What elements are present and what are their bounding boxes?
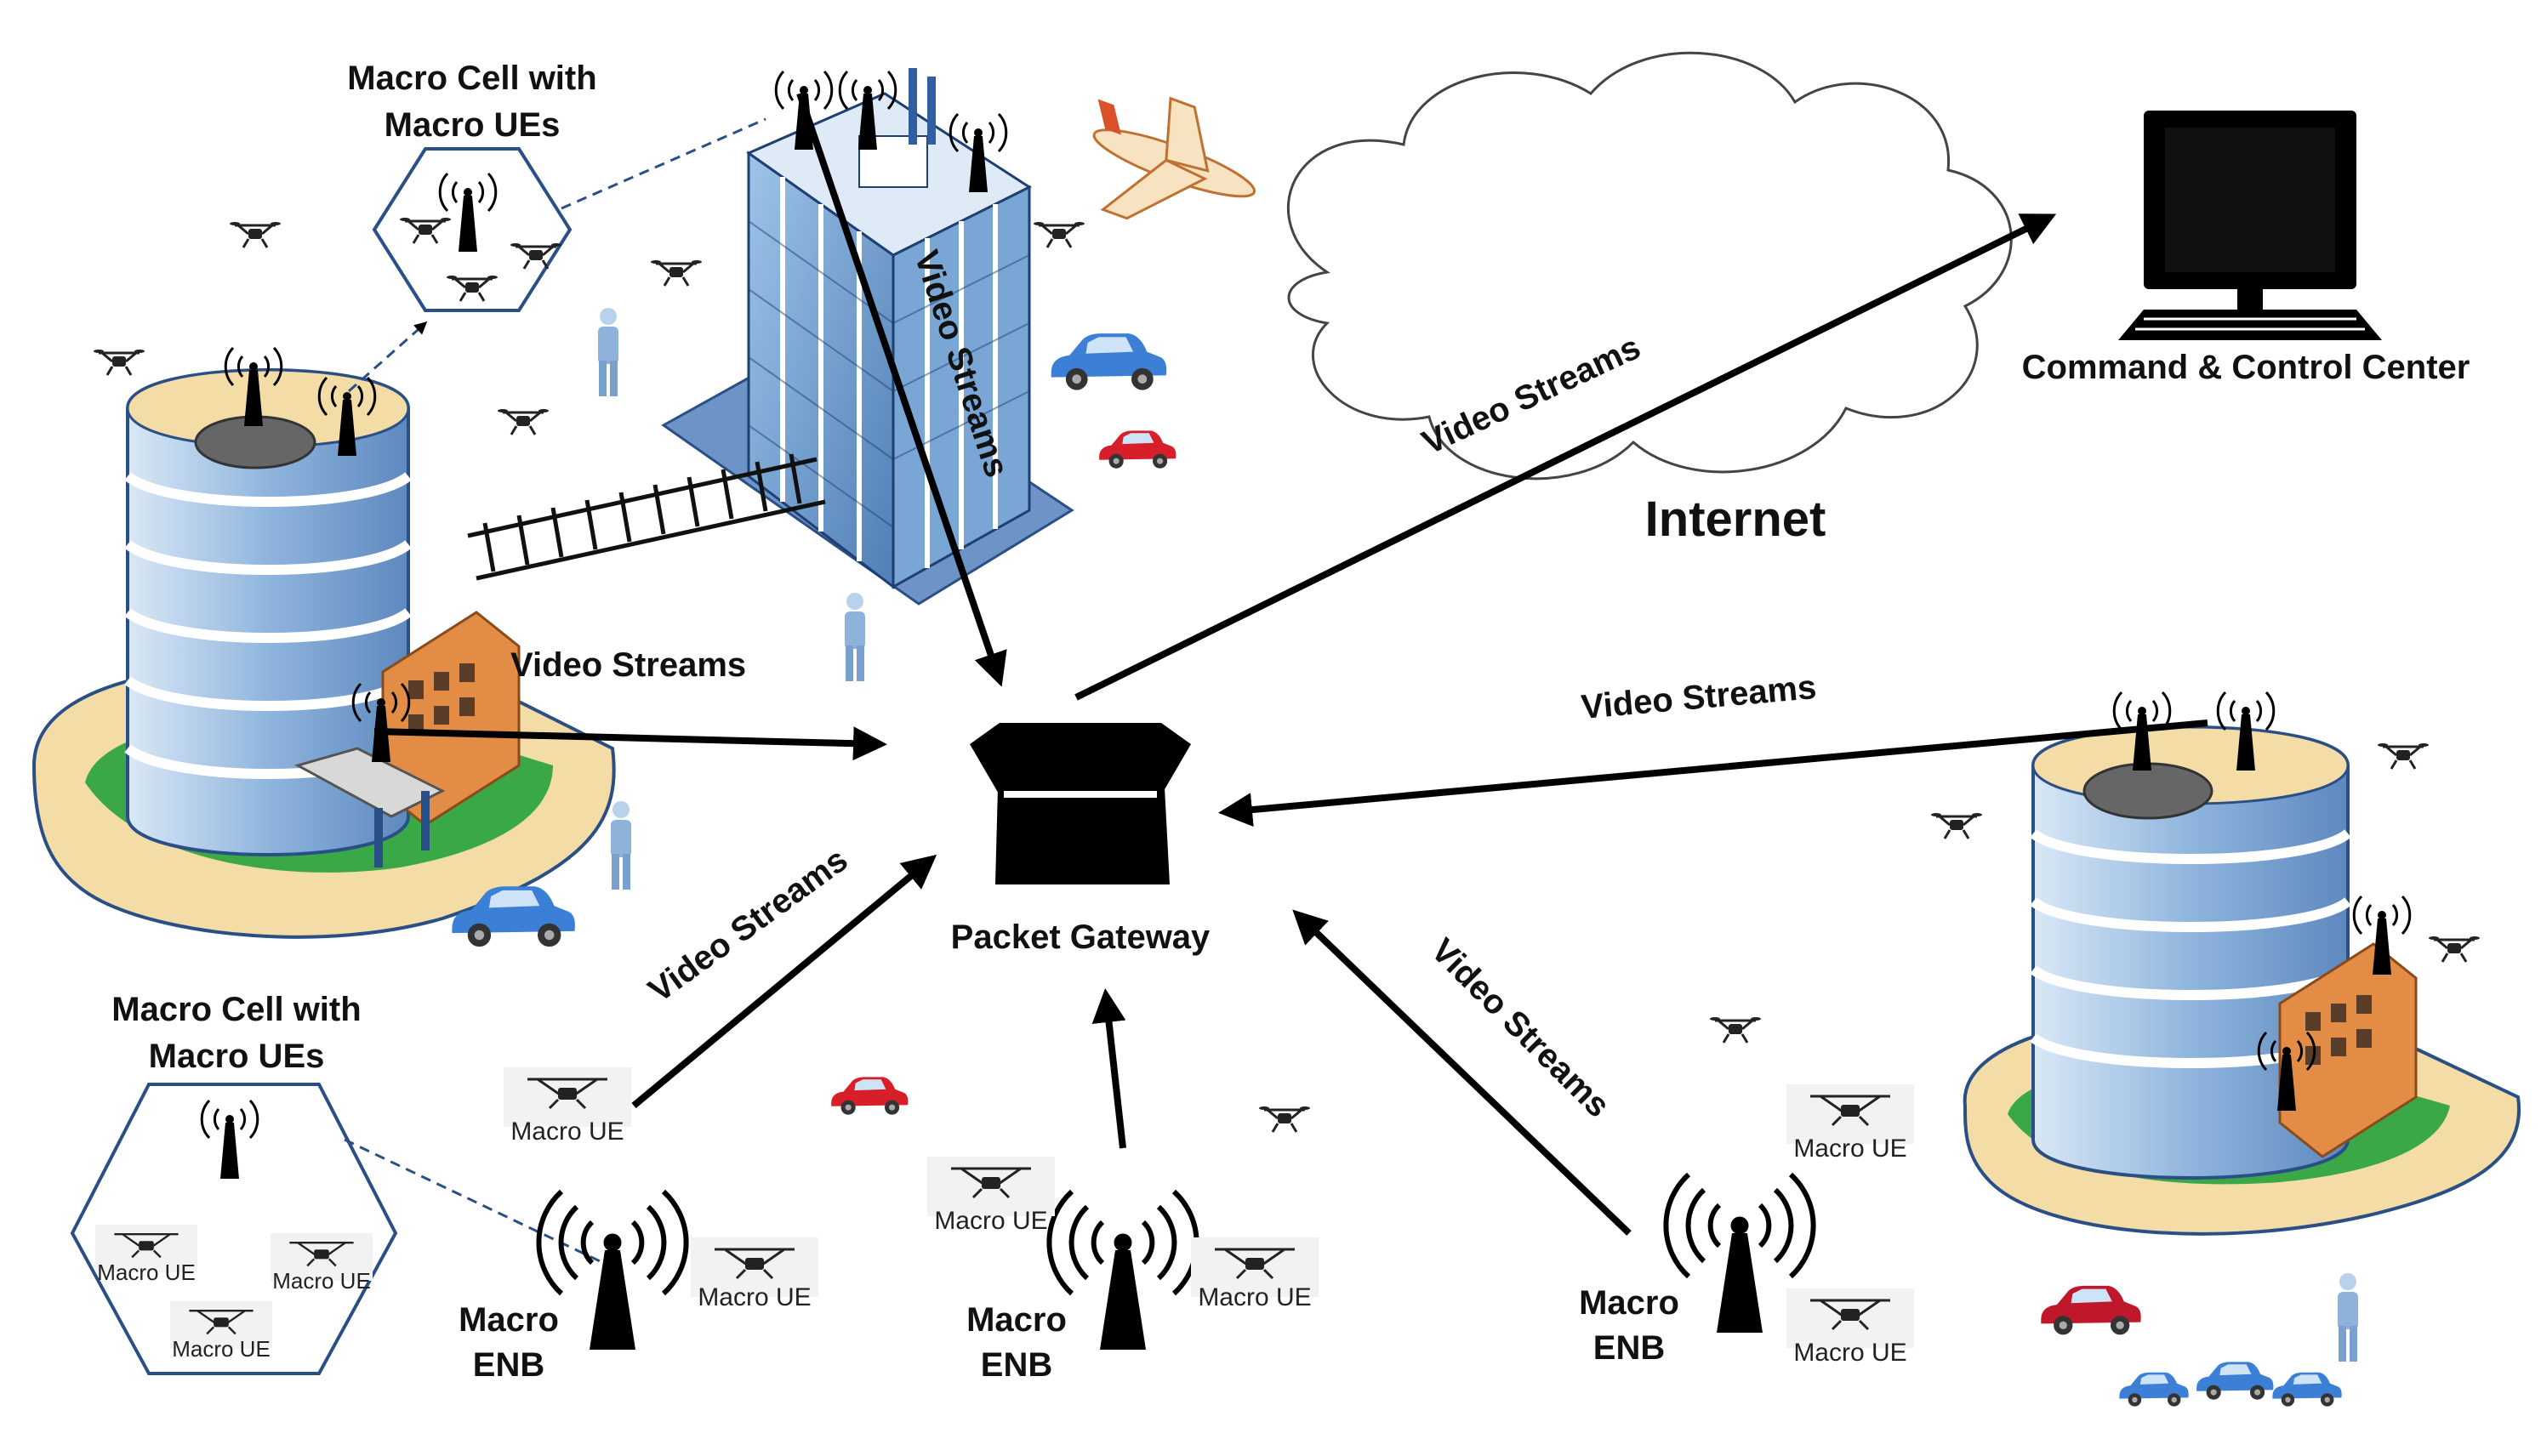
command-center-label: Command & Control Center xyxy=(2022,349,2470,386)
tower-icon xyxy=(538,1192,686,1350)
video-streams-label: Video Streams xyxy=(1424,931,1617,1124)
internet-cloud-icon xyxy=(1286,51,2013,481)
video-streams-label: Video Streams xyxy=(641,841,854,1010)
car-icon xyxy=(2272,1372,2342,1407)
packet-gateway-label: Packet Gateway xyxy=(951,919,1211,956)
car-icon xyxy=(1051,333,1167,390)
macro-enb-label-line2: ENB xyxy=(473,1346,544,1384)
car-icon xyxy=(2196,1362,2274,1400)
tower-icon xyxy=(1049,1192,1196,1350)
macro-ue-tile: Macro UE xyxy=(504,1067,631,1146)
arrow-enb-left-to-gateway xyxy=(631,854,937,1109)
link-dashed-arrow xyxy=(348,321,428,393)
drone-icon xyxy=(1710,1015,1761,1044)
macro-enb-label-line1: Macro xyxy=(966,1301,1067,1339)
macro-ue-tile: Macro UE xyxy=(927,1157,1055,1235)
video-streams-label: Video Streams xyxy=(510,646,746,684)
drone-icon xyxy=(498,407,549,436)
car-icon xyxy=(2041,1285,2141,1335)
drone-icon xyxy=(1931,811,1982,840)
macro-ue-tile: Macro UE xyxy=(1786,1288,1914,1367)
arrow-gateway-to-command-center xyxy=(1074,213,2057,701)
macro-ue-tile: Macro UE xyxy=(691,1237,818,1311)
arrow-left-building-to-gateway xyxy=(373,726,887,761)
computer-icon xyxy=(2118,111,2382,340)
video-stream-arrows xyxy=(373,92,2208,1236)
police-officer-icon xyxy=(2338,1273,2358,1362)
macro-ue-label: Macro UE xyxy=(510,1118,624,1146)
person-icon xyxy=(598,308,618,396)
drone-icon xyxy=(1034,220,1085,249)
macro-ue-label: Macro UE xyxy=(1198,1283,1311,1311)
bottom-hexagon-cell-icon xyxy=(70,1083,398,1375)
macro-ue-tile: Macro UE xyxy=(170,1301,272,1362)
macro-ue-tile: Macro UE xyxy=(1786,1084,1914,1163)
macro-cell-label-line2: Macro UEs xyxy=(385,106,561,144)
macro-cell-label-line2: Macro UEs xyxy=(149,1038,325,1075)
drone-icon xyxy=(94,348,145,377)
macro-enb-label-line1: Macro xyxy=(1579,1284,1679,1322)
car-icon xyxy=(2119,1372,2189,1407)
arrow-enb-center-to-gateway xyxy=(1091,988,1126,1149)
arrow-tower-to-gateway xyxy=(796,92,1007,687)
arrow-right-building-to-gateway xyxy=(1218,719,2208,828)
macro-enb-label-line2: ENB xyxy=(981,1346,1052,1384)
drone-icon xyxy=(2429,935,2480,964)
link-dashed-line xyxy=(561,117,766,210)
arrow-enb-right-to-gateway xyxy=(1292,909,1632,1236)
car-icon xyxy=(1099,430,1176,469)
macro-enb-label-line2: ENB xyxy=(1593,1329,1665,1367)
drone-icon xyxy=(230,220,281,249)
rooftop-masts xyxy=(909,68,936,145)
drone-icon xyxy=(1259,1105,1310,1134)
macro-ue-tile: Macro UE xyxy=(95,1225,197,1285)
glass-tower-building-icon xyxy=(661,92,1074,606)
police-officer-icon xyxy=(611,801,631,890)
video-streams-label: Video Streams xyxy=(1580,668,1818,726)
macro-ue-label: Macro UE xyxy=(172,1336,271,1362)
airplane-icon xyxy=(1092,96,1256,220)
person-icon xyxy=(845,593,865,681)
macro-cell-label-line1: Macro Cell with xyxy=(347,60,596,97)
macro-ue-label: Macro UE xyxy=(97,1260,196,1285)
macro-ue-label: Macro UE xyxy=(272,1268,371,1294)
macro-ue-label: Macro UE xyxy=(1793,1339,1906,1367)
drone-icon xyxy=(651,259,702,287)
macro-ue-tile: Macro UE xyxy=(1191,1237,1319,1311)
gateway-box-icon xyxy=(970,723,1191,884)
macro-ue-label: Macro UE xyxy=(934,1207,1047,1235)
macro-enb-label-line1: Macro xyxy=(459,1301,559,1339)
drone-icon xyxy=(2378,742,2429,771)
link-dashed-line xyxy=(344,1138,613,1269)
macro-ue-label: Macro UE xyxy=(698,1283,811,1311)
right-office-building-icon xyxy=(1963,725,2521,1236)
macro-cell-label-line1: Macro Cell with xyxy=(111,991,361,1028)
internet-label: Internet xyxy=(1645,492,1826,547)
bridge-icon xyxy=(467,453,826,581)
macro-ue-tile: Macro UE xyxy=(271,1233,373,1294)
car-icon xyxy=(831,1077,909,1115)
macro-ue-label: Macro UE xyxy=(1793,1135,1906,1163)
